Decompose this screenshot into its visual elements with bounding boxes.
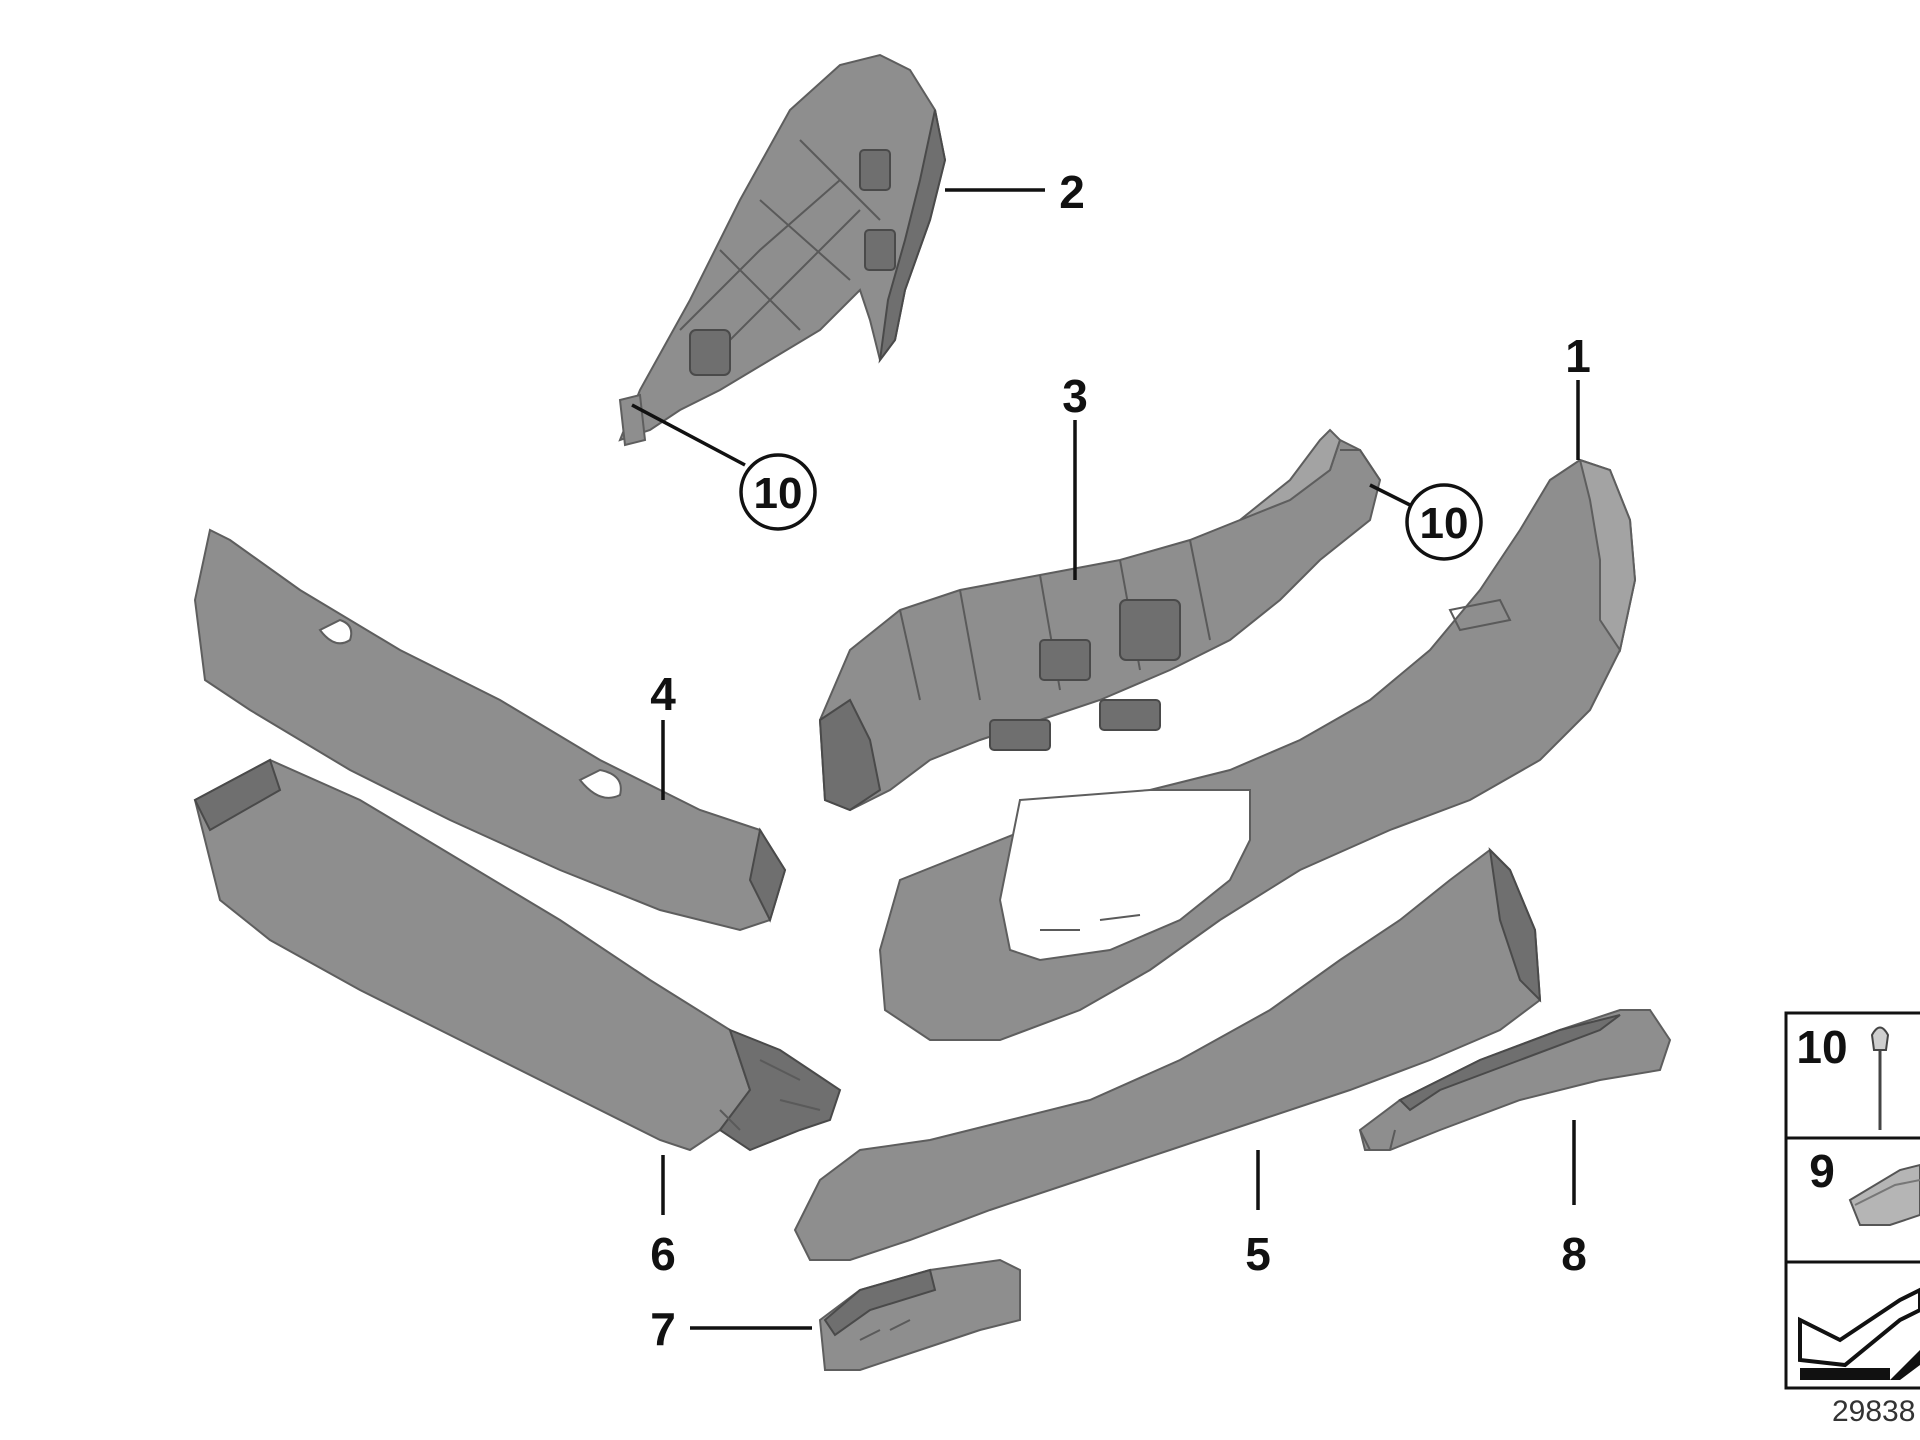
legend-item-10-number: 10 — [1796, 1021, 1847, 1073]
callout-7: 7 — [650, 1303, 676, 1355]
callout-8: 8 — [1561, 1228, 1587, 1280]
cushion-symbol-icon — [1798, 1287, 1920, 1380]
callout-10a: 10 — [754, 469, 803, 518]
part-2-upper-trim — [618, 53, 947, 447]
part-6-lower-front-trim — [193, 758, 842, 1152]
callout-10a-circle — [739, 453, 817, 531]
leader-10b — [1369, 483, 1411, 507]
document-number: 29838 — [1832, 1395, 1915, 1428]
part-3-inner-bracket — [818, 428, 1382, 812]
rivet-icon — [1870, 1026, 1890, 1130]
clip-icon — [1848, 1163, 1920, 1226]
leader-10a — [631, 403, 746, 467]
part-8-cover-strip — [1358, 1009, 1672, 1151]
callout-1: 1 — [1565, 330, 1591, 382]
legend-item-9-number: 9 — [1809, 1145, 1835, 1197]
leader-lines — [631, 188, 1580, 1330]
callout-2: 2 — [1059, 166, 1085, 218]
callout-4: 4 — [650, 668, 676, 720]
part-1-main-side-trim — [878, 458, 1637, 1041]
legend-box: 10 9 — [1784, 1011, 1920, 1390]
part-4-trim-strip — [193, 528, 787, 932]
part-7-clip-cover — [818, 1258, 1021, 1371]
callout-5: 5 — [1245, 1228, 1271, 1280]
part-5-lower-sill-trim — [793, 847, 1542, 1261]
callout-3: 3 — [1062, 370, 1088, 422]
callout-labels: 1 2 3 4 5 6 7 8 10 10 — [650, 166, 1591, 1355]
callout-10b-circle — [1405, 483, 1483, 561]
callout-6: 6 — [650, 1228, 676, 1280]
callout-10b: 10 — [1420, 499, 1469, 548]
